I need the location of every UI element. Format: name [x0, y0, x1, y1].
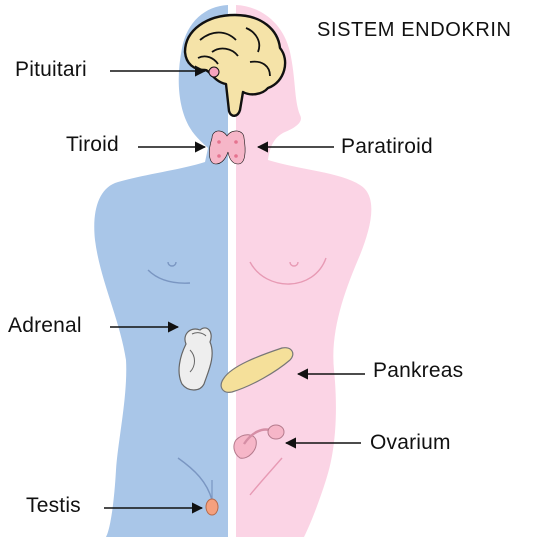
diagram-title: SISTEM ENDOKRIN — [317, 19, 512, 42]
label-pituitari: Pituitari — [15, 58, 87, 82]
male-body-half — [94, 5, 228, 537]
label-tiroid: Tiroid — [66, 133, 119, 157]
label-pankreas: Pankreas — [373, 359, 463, 383]
label-ovarium: Ovarium — [370, 431, 451, 455]
label-paratiroid: Paratiroid — [341, 135, 433, 159]
label-adrenal: Adrenal — [8, 314, 82, 338]
pituitary-gland — [209, 67, 219, 77]
label-testis: Testis — [26, 494, 81, 518]
